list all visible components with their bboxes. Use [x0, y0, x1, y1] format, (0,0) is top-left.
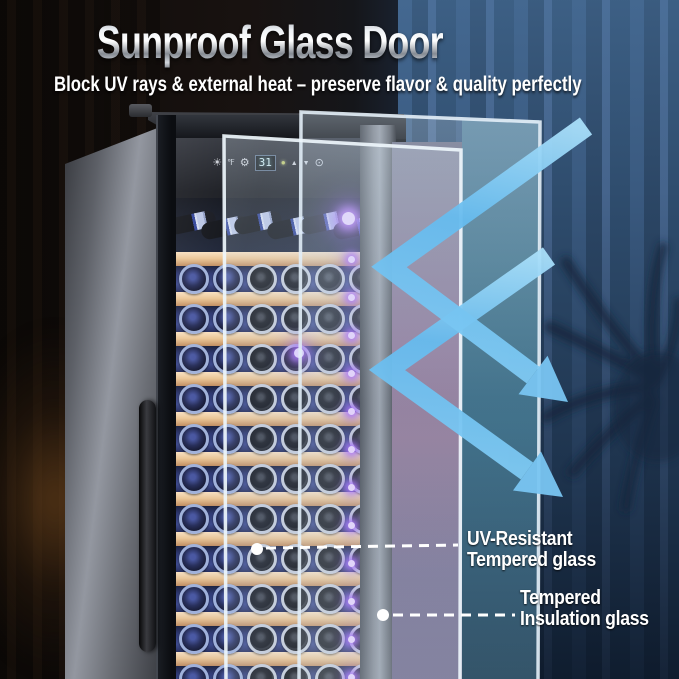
- front-glass-label-line2: Tempered glass: [467, 549, 597, 571]
- led-light: [348, 484, 355, 491]
- bottle-bottom: [179, 544, 209, 574]
- bottle-bottom: [179, 464, 209, 494]
- led-light: [348, 332, 355, 339]
- door-frame-left: [156, 115, 176, 679]
- led-light: [348, 674, 355, 679]
- bottle-bottom: [179, 344, 209, 374]
- bottle-bottom: [179, 664, 209, 679]
- led-light: [348, 636, 355, 643]
- bottle-bottom: [179, 264, 209, 294]
- page-title: Sunproof Glass Door: [96, 16, 444, 68]
- cooler-front: ☀ ℉ ⚙ 31 ● ▲ ▼ ⊙: [156, 115, 406, 679]
- front-glass-label-line1: UV-Resistant: [467, 528, 573, 550]
- bottle-bottom: [179, 584, 209, 614]
- palm-plant-silhouette: [540, 242, 679, 512]
- page-subtitle: Block UV rays & external heat – preserve…: [54, 73, 582, 96]
- led-light: [342, 212, 355, 225]
- door-glass-reflection: [176, 138, 360, 679]
- light-icon[interactable]: ☀: [212, 157, 222, 169]
- wall-tint-through-glass: [392, 142, 462, 679]
- led-light: [348, 446, 355, 453]
- front-glass-label: UV-Resistant Tempered glass: [467, 529, 596, 571]
- bottle-bottom: [179, 304, 209, 334]
- door-handle[interactable]: [139, 400, 156, 652]
- bottle-bottom: [179, 504, 209, 534]
- led-light: [348, 560, 355, 567]
- back-glass-label-line1: Tempered: [520, 587, 601, 609]
- back-glass-label: Tempered Insulation glass: [520, 588, 649, 630]
- led-light: [348, 408, 355, 415]
- led-light: [348, 294, 355, 301]
- led-light: [348, 370, 355, 377]
- bottle-bottom: [179, 384, 209, 414]
- bottle-bottom: [179, 424, 209, 454]
- led-light: [348, 522, 355, 529]
- led-light: [348, 256, 355, 263]
- door-frame-right: [360, 125, 396, 679]
- door-hinge: [129, 104, 152, 117]
- headline-block: Sunproof Glass Door Block UV rays & exte…: [0, 15, 582, 97]
- back-glass-label-line2: Insulation glass: [520, 608, 649, 630]
- led-light: [348, 598, 355, 605]
- cooler-interior: ☀ ℉ ⚙ 31 ● ▲ ▼ ⊙: [176, 138, 360, 679]
- bottle-bottom: [179, 624, 209, 654]
